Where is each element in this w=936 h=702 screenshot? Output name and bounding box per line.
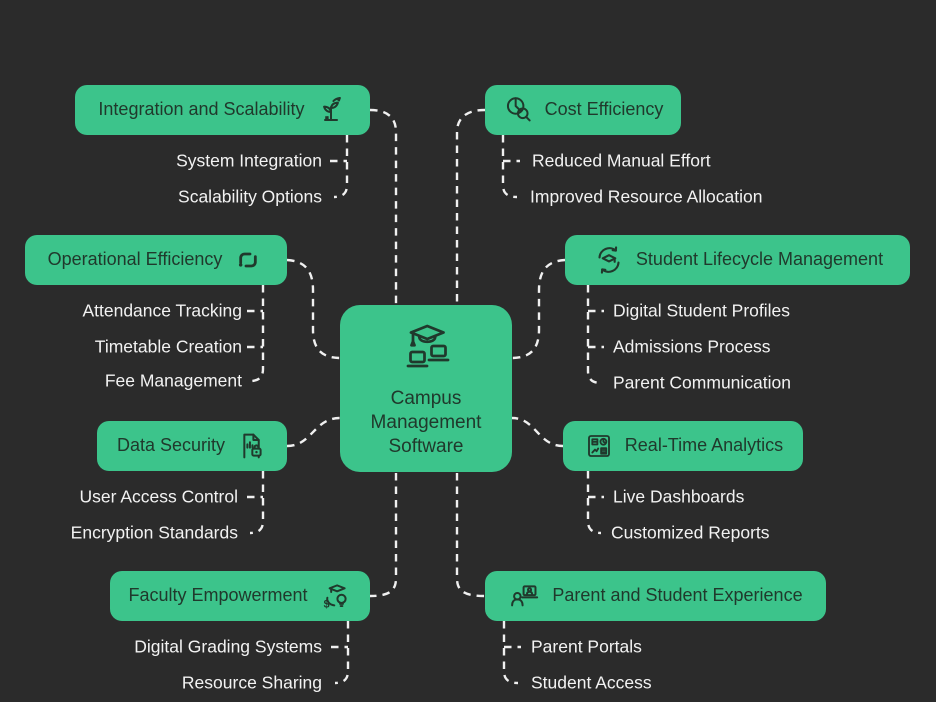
person-laptop-icon xyxy=(508,579,542,613)
node-real-time-analytics: Real-Time Analytics xyxy=(563,421,803,471)
child-fee-management: Fee Management xyxy=(104,370,242,391)
child-system-integration: System Integration xyxy=(176,150,322,171)
connector-analytics-center xyxy=(511,416,564,448)
node-label: Student Lifecycle Management xyxy=(635,248,884,269)
node-label: Data Security xyxy=(116,434,226,455)
connector-integration-center xyxy=(369,108,398,305)
connector-datasecurity-center xyxy=(286,416,341,448)
child-student-access: Student Access xyxy=(531,672,652,693)
node-data-security: Data Security xyxy=(97,421,287,471)
child-user-access-control: User Access Control xyxy=(79,486,238,507)
connector-cost-center xyxy=(455,108,486,305)
child-improved-resource-allocation: Improved Resource Allocation xyxy=(530,186,763,207)
connector-faculty-center xyxy=(369,473,398,598)
graduation-cycle-icon xyxy=(592,243,626,277)
node-parent-and-student-experience: Parent and Student Experience xyxy=(485,571,826,621)
child-parent-portals: Parent Portals xyxy=(531,636,642,657)
graduation-idea-dollar-icon: $ xyxy=(318,579,352,613)
graduation-cap-laptops-icon xyxy=(393,319,459,379)
node-cost-efficiency: Cost Efficiency xyxy=(485,85,681,135)
node-label: Integration and Scalability xyxy=(98,98,305,119)
center-node-label: Campus Management Software xyxy=(370,387,482,457)
connector-parentexp-center xyxy=(455,473,486,598)
secure-report-lock-icon xyxy=(235,430,267,462)
node-faculty-empowerment: Faculty Empowerment $ xyxy=(110,571,370,621)
child-live-dashboards: Live Dashboards xyxy=(613,486,745,507)
child-parent-communication: Parent Communication xyxy=(613,372,791,393)
node-label: Parent and Student Experience xyxy=(552,584,803,605)
child-customized-reports: Customized Reports xyxy=(611,522,770,543)
connector-operational-center xyxy=(286,258,341,360)
node-integration-and-scalability: Integration and Scalability xyxy=(75,85,370,135)
child-encryption-standards: Encryption Standards xyxy=(70,522,238,543)
node-student-lifecycle-management: Student Lifecycle Management xyxy=(565,235,910,285)
child-admissions-process: Admissions Process xyxy=(613,336,771,357)
child-digital-student-profiles: Digital Student Profiles xyxy=(613,300,791,321)
node-label: Faculty Empowerment xyxy=(128,584,308,605)
child-reduced-manual-effort: Reduced Manual Effort xyxy=(532,150,711,171)
svg-text:$: $ xyxy=(323,598,329,610)
dashboard-icon xyxy=(583,430,615,462)
node-operational-efficiency: Operational Efficiency xyxy=(25,235,287,285)
workflow-arrows-icon xyxy=(232,244,264,276)
growth-plant-icon xyxy=(315,94,347,126)
pie-chart-magnifier-icon xyxy=(503,94,535,126)
child-attendance-tracking: Attendance Tracking xyxy=(82,300,242,321)
node-label: Cost Efficiency xyxy=(544,98,664,119)
child-resource-sharing: Resource Sharing xyxy=(181,672,322,693)
node-label: Operational Efficiency xyxy=(47,248,223,269)
center-node: Campus Management Software xyxy=(340,305,512,472)
connector-lifecycle-center xyxy=(511,258,566,360)
child-scalability-options: Scalability Options xyxy=(178,186,322,207)
child-digital-grading-systems: Digital Grading Systems xyxy=(134,636,322,657)
node-label: Real-Time Analytics xyxy=(624,434,784,455)
child-timetable-creation: Timetable Creation xyxy=(94,336,242,357)
